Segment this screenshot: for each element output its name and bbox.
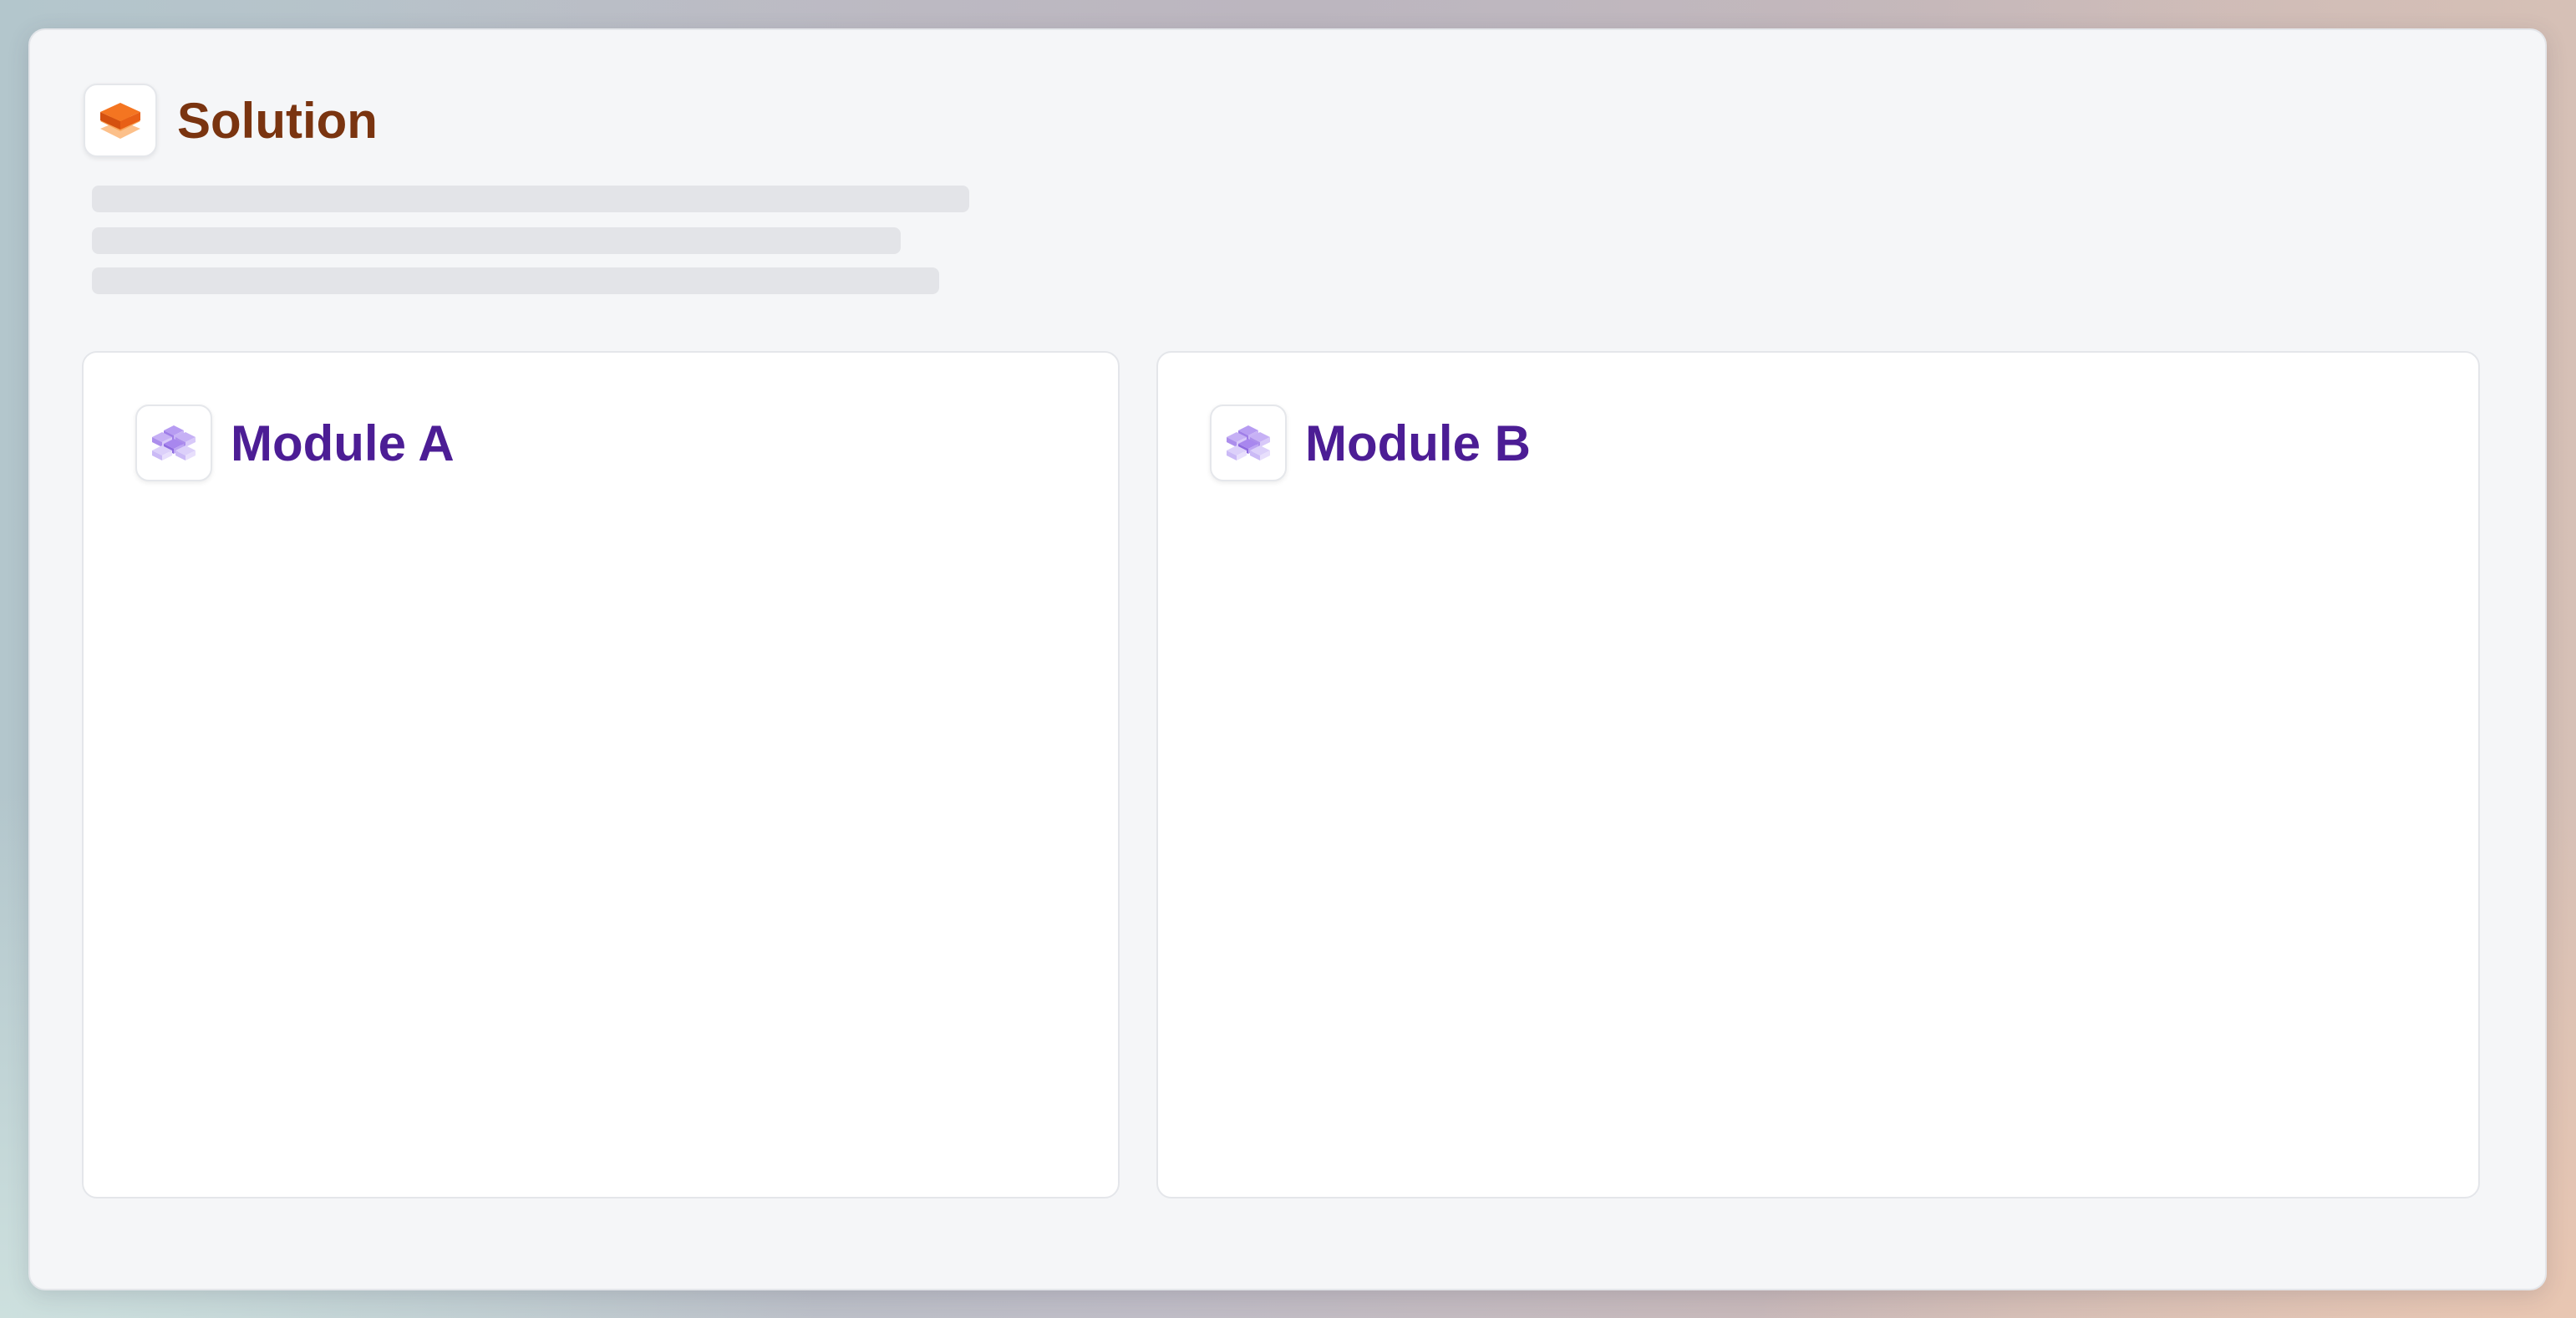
module-card-a: Module A: [82, 351, 1120, 1198]
layers-stack-icon: [84, 84, 157, 157]
cube-grid-icon: [135, 405, 212, 481]
description-placeholder-line: [92, 186, 969, 212]
module-card-b: Module B: [1156, 351, 2480, 1198]
description-placeholder-line: [92, 267, 939, 294]
solution-title: Solution: [177, 93, 378, 149]
description-placeholder-line: [92, 227, 901, 254]
solution-container: Solution: [28, 28, 2547, 1290]
module-title: Module A: [231, 415, 455, 471]
module-title: Module B: [1305, 415, 1531, 471]
cube-grid-icon: [1210, 405, 1287, 481]
